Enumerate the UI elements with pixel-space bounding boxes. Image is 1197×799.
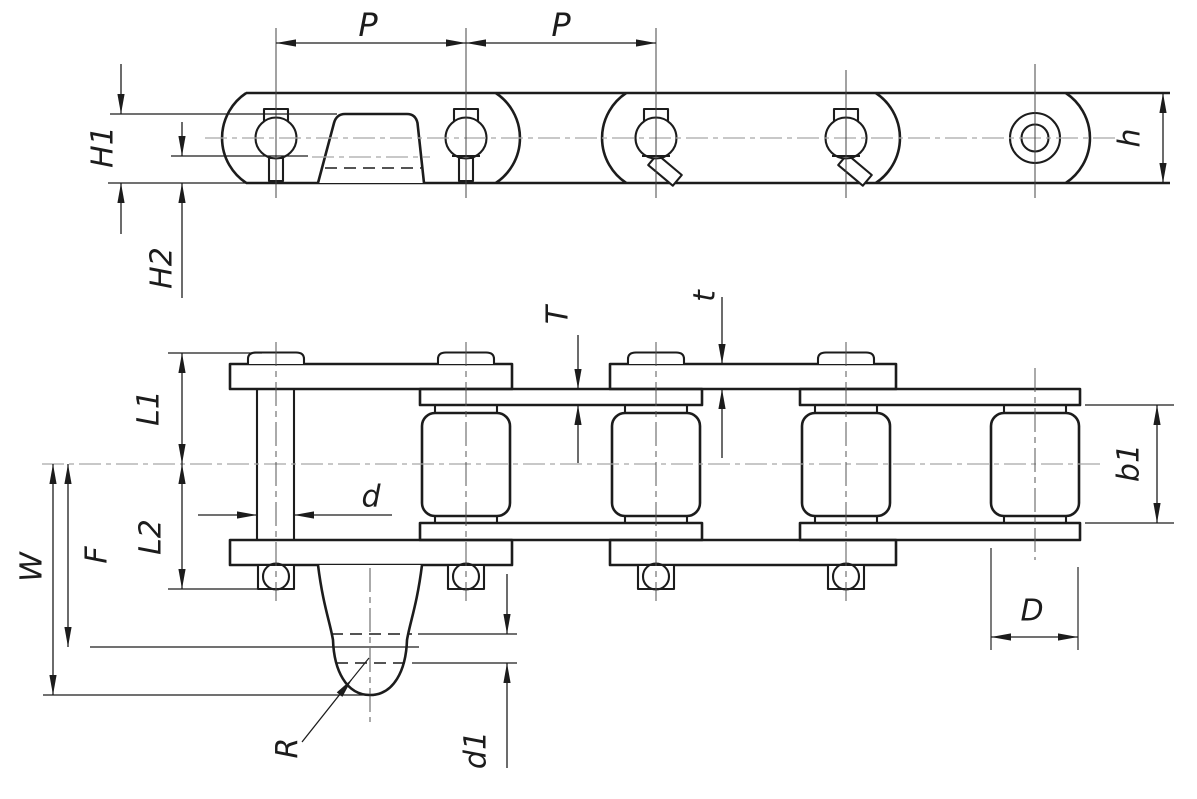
inner-plate	[418, 521, 704, 542]
dim-label-d1: d1	[459, 731, 494, 769]
dim-label-F: F	[80, 546, 115, 564]
outer-plate	[228, 538, 514, 567]
outer-plate	[228, 362, 514, 391]
dim-label-b1: b1	[1112, 444, 1147, 482]
inner-plate	[798, 387, 1082, 407]
dim-label-D: D	[1020, 594, 1043, 629]
dim-label-T: T	[541, 303, 576, 324]
dim-label-H1: H1	[86, 126, 121, 168]
dim-label-pitch-2: P	[551, 6, 571, 44]
outer-plate	[608, 362, 898, 391]
plate-overlap-arc	[1065, 91, 1092, 185]
inner-plate	[798, 521, 1082, 542]
dim-label-pitch-1: P	[358, 6, 378, 44]
dim-label-L1: L1	[132, 390, 167, 426]
pin-head-4	[824, 107, 873, 187]
pin-head-3	[634, 107, 683, 187]
dim-label-L2: L2	[134, 519, 169, 555]
inner-plate	[418, 387, 704, 407]
dim-label-t: t	[688, 289, 723, 302]
dim-label-H2: H2	[145, 247, 180, 289]
dim-label-d: d	[361, 480, 381, 515]
attachment-side-profile	[316, 112, 426, 184]
dim-label-h: h	[1113, 128, 1148, 147]
outer-plate	[608, 538, 898, 567]
dim-label-R: R	[271, 738, 306, 759]
side-elevation-view: P P H1 H2 h	[86, 6, 1170, 298]
dim-label-W: W	[15, 551, 50, 582]
plan-view: L1 L2 W F T t d d1 D b	[15, 289, 1174, 769]
